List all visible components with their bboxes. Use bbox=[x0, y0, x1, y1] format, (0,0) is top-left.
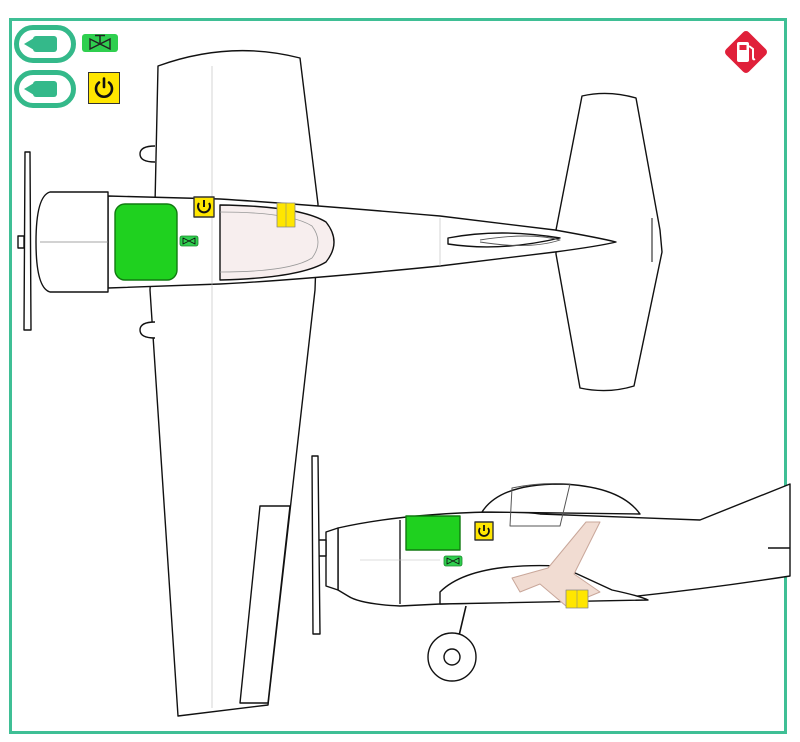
side-view-wing-edge bbox=[239, 505, 291, 704]
wing-pod bbox=[139, 145, 156, 163]
side-view-pilot-figure bbox=[511, 521, 601, 607]
side-view-propeller bbox=[311, 455, 321, 635]
diagram-frame bbox=[9, 18, 787, 734]
wing-pod bbox=[139, 321, 156, 339]
fuel-button[interactable] bbox=[722, 28, 770, 76]
camera-icon bbox=[24, 81, 57, 97]
camera-view-top-button[interactable] bbox=[14, 25, 76, 63]
power-button[interactable] bbox=[88, 72, 120, 104]
side-view-canopy bbox=[481, 483, 641, 515]
side-view-spinner bbox=[325, 527, 339, 591]
top-view-propeller bbox=[23, 151, 32, 331]
top-view-battery bbox=[114, 203, 178, 281]
top-view-wing bbox=[149, 49, 319, 717]
side-view-fuselage bbox=[337, 483, 791, 607]
camera-view-side-button[interactable] bbox=[14, 70, 76, 108]
camera-icon bbox=[24, 36, 57, 52]
valve-button[interactable] bbox=[82, 34, 118, 52]
side-view-battery bbox=[405, 515, 461, 551]
power-icon bbox=[94, 77, 114, 98]
valve-icon bbox=[89, 34, 111, 51]
fuel-pump-icon bbox=[725, 31, 767, 73]
